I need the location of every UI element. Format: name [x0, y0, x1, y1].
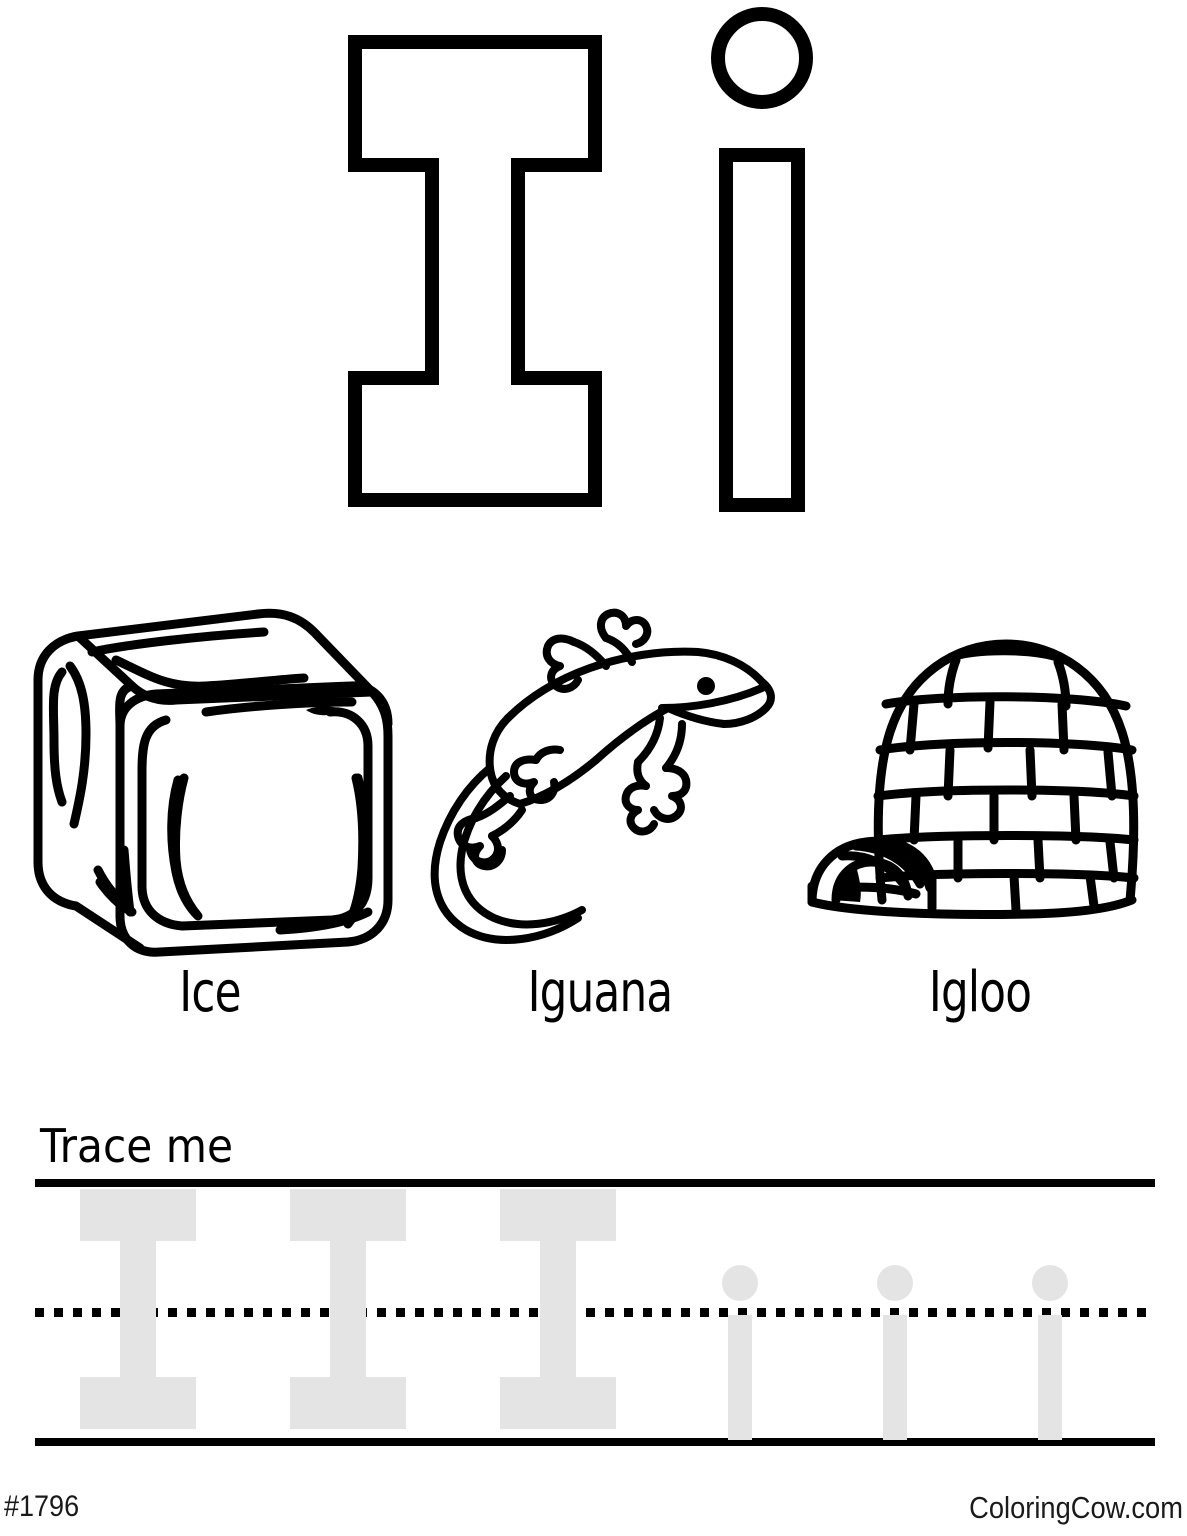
trace-stem [1038, 1315, 1062, 1440]
source-site-label: ColoringCow.com [969, 1490, 1183, 1525]
trace-glyph-lowercase-i[interactable] [875, 1265, 915, 1465]
trace-glyph-lowercase-i[interactable] [720, 1265, 760, 1465]
letters-display-row [0, 0, 1187, 560]
picture-vocabulary-row: Ice [0, 600, 1187, 1070]
trace-stem [540, 1239, 576, 1381]
trace-tittle-dot [1032, 1265, 1068, 1301]
trace-rule-middle-dotted [35, 1308, 1155, 1317]
trace-stem [728, 1315, 752, 1440]
trace-serif-bottom [290, 1377, 406, 1429]
picture-card-igloo: Igloo [790, 600, 1170, 1070]
picture-card-iguana: Iguana [410, 600, 790, 1070]
trace-rule-top [35, 1179, 1155, 1187]
trace-tittle-dot [722, 1265, 758, 1301]
trace-glyph-uppercase-i[interactable] [500, 1189, 616, 1429]
picture-label-igloo: Igloo [928, 960, 1032, 1025]
iguana-illustration [410, 600, 790, 960]
picture-card-ice: Ice [20, 600, 400, 1070]
ice-cube-illustration [20, 600, 400, 960]
trace-rule-bottom [35, 1438, 1155, 1446]
trace-glyph-uppercase-i[interactable] [290, 1189, 406, 1429]
picture-label-iguana: Iguana [527, 960, 674, 1025]
lowercase-i-outline [700, 0, 880, 530]
trace-serif-top [80, 1189, 196, 1241]
trace-serif-bottom [80, 1377, 196, 1429]
trace-serif-bottom [500, 1377, 616, 1429]
trace-serif-top [500, 1189, 616, 1241]
trace-stem [330, 1239, 366, 1381]
trace-serif-top [290, 1189, 406, 1241]
uppercase-I-outline [340, 20, 610, 520]
trace-glyph-lowercase-i[interactable] [1030, 1265, 1070, 1465]
worksheet-id: #1796 [4, 1490, 80, 1523]
picture-label-ice: Ice [179, 960, 241, 1025]
trace-me-instruction: Trace me [40, 1119, 233, 1173]
page-footer: #1796 ColoringCow.com [0, 1478, 1187, 1536]
trace-tittle-dot [877, 1265, 913, 1301]
trace-glyph-uppercase-i[interactable] [80, 1189, 196, 1429]
trace-stem [883, 1315, 907, 1440]
igloo-illustration [790, 600, 1170, 960]
trace-stem [120, 1239, 156, 1381]
trace-practice-section: Trace me [0, 1105, 1187, 1465]
